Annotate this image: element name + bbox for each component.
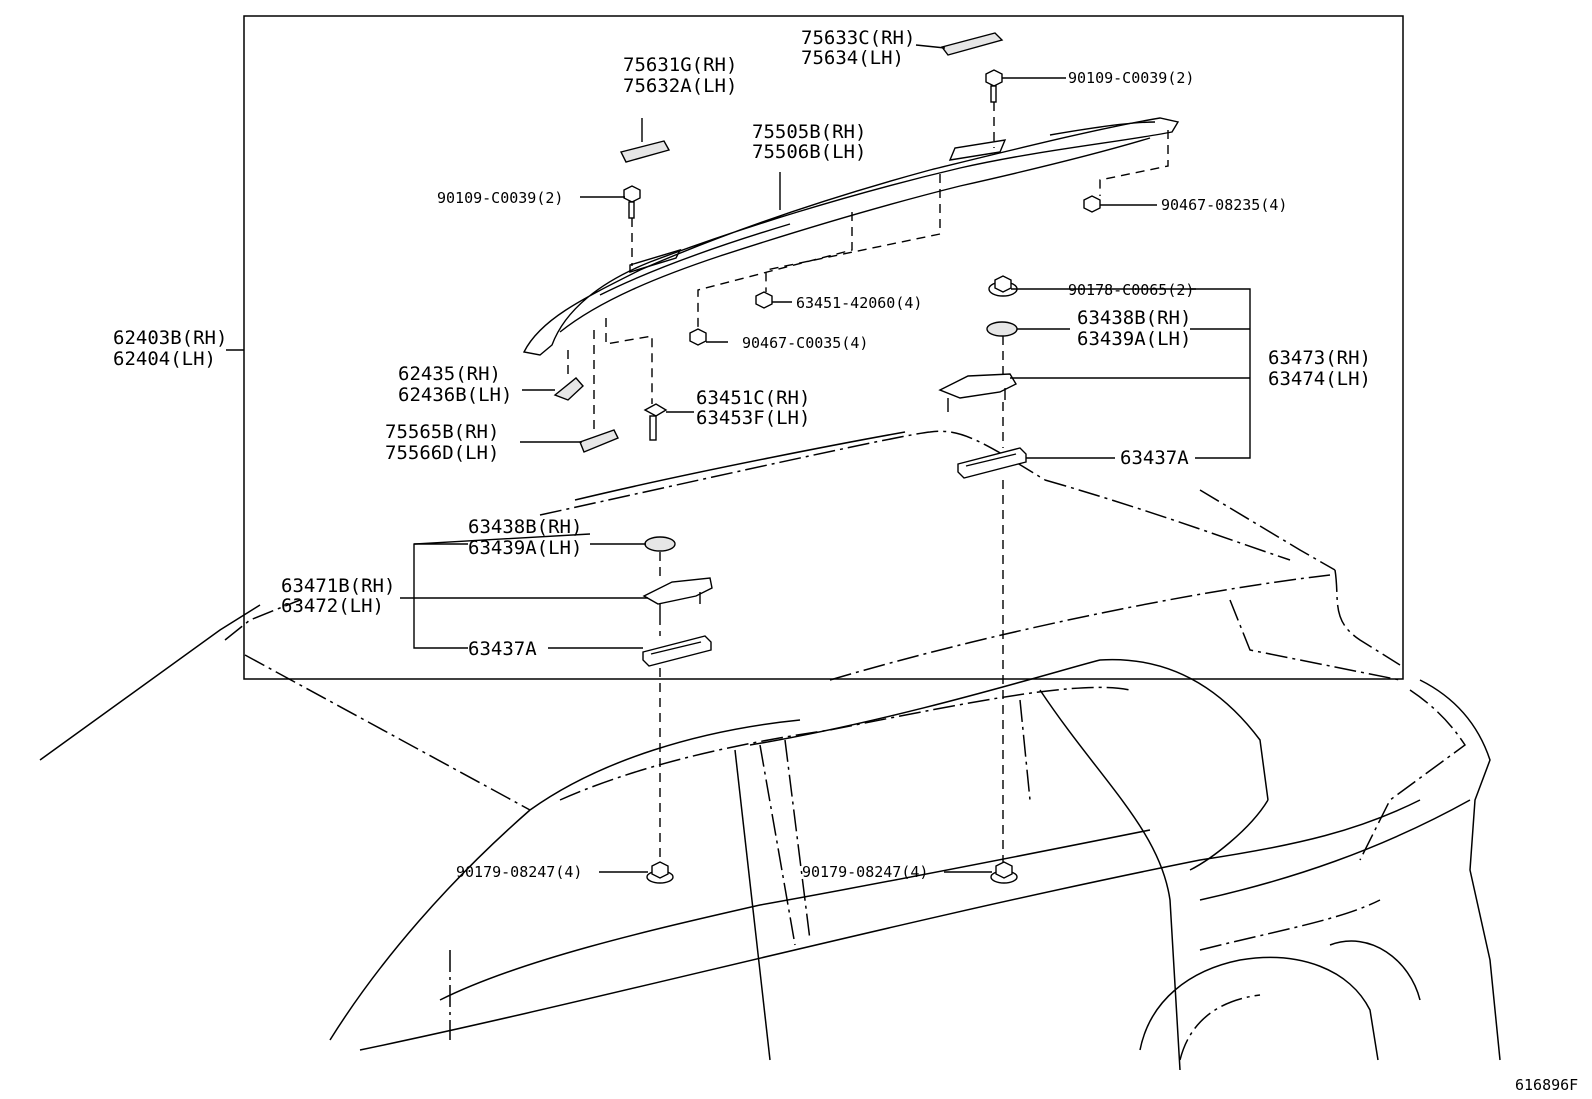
label-63437a-left: 63437A [468, 638, 537, 660]
label-63472-lh: 63472(LH) [281, 595, 384, 617]
label-90109-left: 90109-C0039(2) [437, 189, 563, 207]
label-90109-top: 90109-C0039(2) [1068, 69, 1194, 87]
label-62403-rh: 62403B(RH) [113, 327, 227, 349]
label-75506-lh: 75506B(LH) [752, 141, 866, 163]
nut-90179-left [646, 861, 674, 884]
pad-63438-right [986, 321, 1018, 337]
label-63438-rh-left: 63438B(RH) [468, 516, 582, 538]
label-75566-lh: 75566D(LH) [385, 442, 499, 464]
label-63471-rh: 63471B(RH) [281, 575, 395, 597]
figure-id: 616896F [1515, 1076, 1578, 1094]
alignment-lines [567, 102, 1169, 862]
label-62436-lh: 62436B(LH) [398, 384, 512, 406]
nut-90467-08235 [1083, 195, 1101, 213]
pad-63438-left [644, 536, 676, 552]
bracket-63473 [938, 373, 1017, 412]
part-labels: 75633C(RH) 75634(LH) 90109-C0039(2) 7563… [113, 27, 1578, 1094]
label-63474-lh: 63474(LH) [1268, 368, 1371, 390]
label-75633-rh: 75633C(RH) [801, 27, 915, 49]
label-63438-rh-right: 63438B(RH) [1077, 307, 1191, 329]
end-cap-62435 [553, 377, 584, 401]
label-63451c-rh: 63451C(RH) [696, 387, 810, 409]
label-90467-08235: 90467-08235(4) [1161, 196, 1287, 214]
label-90178: 90178-C0065(2) [1068, 281, 1194, 299]
label-75631-rh: 75631G(RH) [623, 54, 737, 76]
clip-63451c [643, 403, 668, 441]
nut-90467-c0035 [689, 328, 707, 346]
vehicle-body-outline [39, 430, 1501, 1071]
gasket-63437-right [957, 447, 1027, 479]
detail-frame [243, 15, 1404, 680]
label-75505-rh: 75505B(RH) [752, 121, 866, 143]
bracket-63471 [642, 577, 713, 616]
label-62404-lh: 62404(LH) [113, 348, 216, 370]
pad-75565 [579, 429, 619, 453]
label-63437a-right: 63437A [1120, 447, 1189, 469]
label-63439-lh-right: 63439A(LH) [1077, 328, 1191, 350]
label-63453f-lh: 63453F(LH) [696, 407, 810, 429]
label-75634-lh: 75634(LH) [801, 47, 904, 69]
label-63451-42060: 63451-42060(4) [796, 294, 922, 312]
label-90179-left: 90179-08247(4) [456, 863, 582, 881]
cover-75633 [940, 32, 1004, 56]
nut-90178 [988, 275, 1018, 297]
bolt-90109-top [985, 69, 1003, 103]
nut-63451-42060 [755, 291, 773, 309]
label-63439-lh-left: 63439A(LH) [468, 537, 582, 559]
roof-rail-assembly [522, 117, 1180, 356]
bolt-90109-left [623, 185, 641, 219]
label-75565-rh: 75565B(RH) [385, 421, 499, 443]
cover-75631 [619, 140, 671, 163]
leader-lines [226, 44, 1251, 873]
label-90179-right: 90179-08247(4) [802, 863, 928, 881]
label-63473-rh: 63473(RH) [1268, 347, 1371, 369]
label-62435-rh: 62435(RH) [398, 363, 501, 385]
label-75632-lh: 75632A(LH) [623, 75, 737, 97]
nut-90179-right [990, 861, 1018, 884]
parts [553, 32, 1101, 884]
gasket-63437-left [642, 635, 712, 667]
label-90467-c0035: 90467-C0035(4) [742, 334, 868, 352]
